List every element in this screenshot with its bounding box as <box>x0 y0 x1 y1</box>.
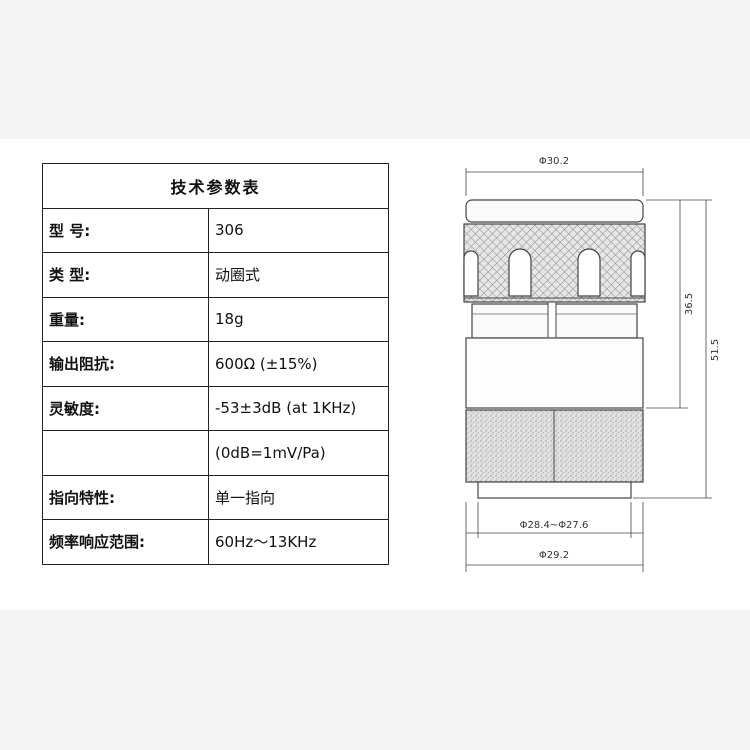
spec-table: 技术参数表 型 号: 306 类 型: 动圈式 重量: 18g 输出阻抗: 60… <box>41 163 390 565</box>
grille-slots <box>463 248 646 297</box>
dim-top-line <box>465 168 644 196</box>
dim-height-upper-label: 36.5 <box>684 293 695 315</box>
dim-height-lines <box>633 199 712 499</box>
row-value: 动圈式 <box>207 252 390 298</box>
row-label: 型 号: <box>42 207 209 253</box>
table-row: 灵敏度: -53±3dB (at 1KHz) <box>42 385 390 431</box>
row-value: 18g <box>207 296 390 342</box>
table-row: 重量: 18g <box>42 296 390 342</box>
row-label <box>42 430 209 476</box>
dim-bottom-lines <box>465 502 644 572</box>
table-row: 频率响应范围: 60Hz～13KHz <box>42 519 390 565</box>
row-label: 灵敏度: <box>42 385 209 431</box>
table-row: 指向特性: 单一指向 <box>42 474 390 520</box>
dim-height-total-label: 51.5 <box>710 339 721 361</box>
row-value: 306 <box>207 207 390 253</box>
row-label: 类 型: <box>42 252 209 298</box>
dim-bottom-inner-label: Φ28.4~Φ27.6 <box>520 520 589 531</box>
table-title: 技术参数表 <box>41 163 390 209</box>
row-value: 600Ω (±15%) <box>207 341 390 387</box>
row-value: -53±3dB (at 1KHz) <box>207 385 390 431</box>
row-value: 单一指向 <box>207 474 390 520</box>
table-title-row: 技术参数表 <box>41 163 390 209</box>
dim-top-label: Φ30.2 <box>539 156 569 167</box>
row-label: 输出阻抗: <box>42 341 209 387</box>
dim-bottom-outer-label: Φ29.2 <box>539 550 569 561</box>
capsule-base <box>477 481 632 499</box>
table-row: (0dB=1mV/Pa) <box>42 430 390 476</box>
row-value: 60Hz～13KHz <box>207 519 390 565</box>
row-value: (0dB=1mV/Pa) <box>207 430 390 476</box>
row-label: 重量: <box>42 296 209 342</box>
microphone-capsule-drawing: Φ30.2 36.5 51.5 Φ28.4~Φ27.6 Φ29.2 <box>463 156 721 572</box>
table-row: 输出阻抗: 600Ω (±15%) <box>42 341 390 387</box>
row-label: 指向特性: <box>42 474 209 520</box>
capsule-cap <box>465 199 644 223</box>
row-label: 频率响应范围: <box>42 519 209 565</box>
table-row: 类 型: 动圈式 <box>42 252 390 298</box>
table-row: 型 号: 306 <box>42 207 390 253</box>
capsule-grille <box>463 223 646 303</box>
capsule-body <box>465 337 644 409</box>
